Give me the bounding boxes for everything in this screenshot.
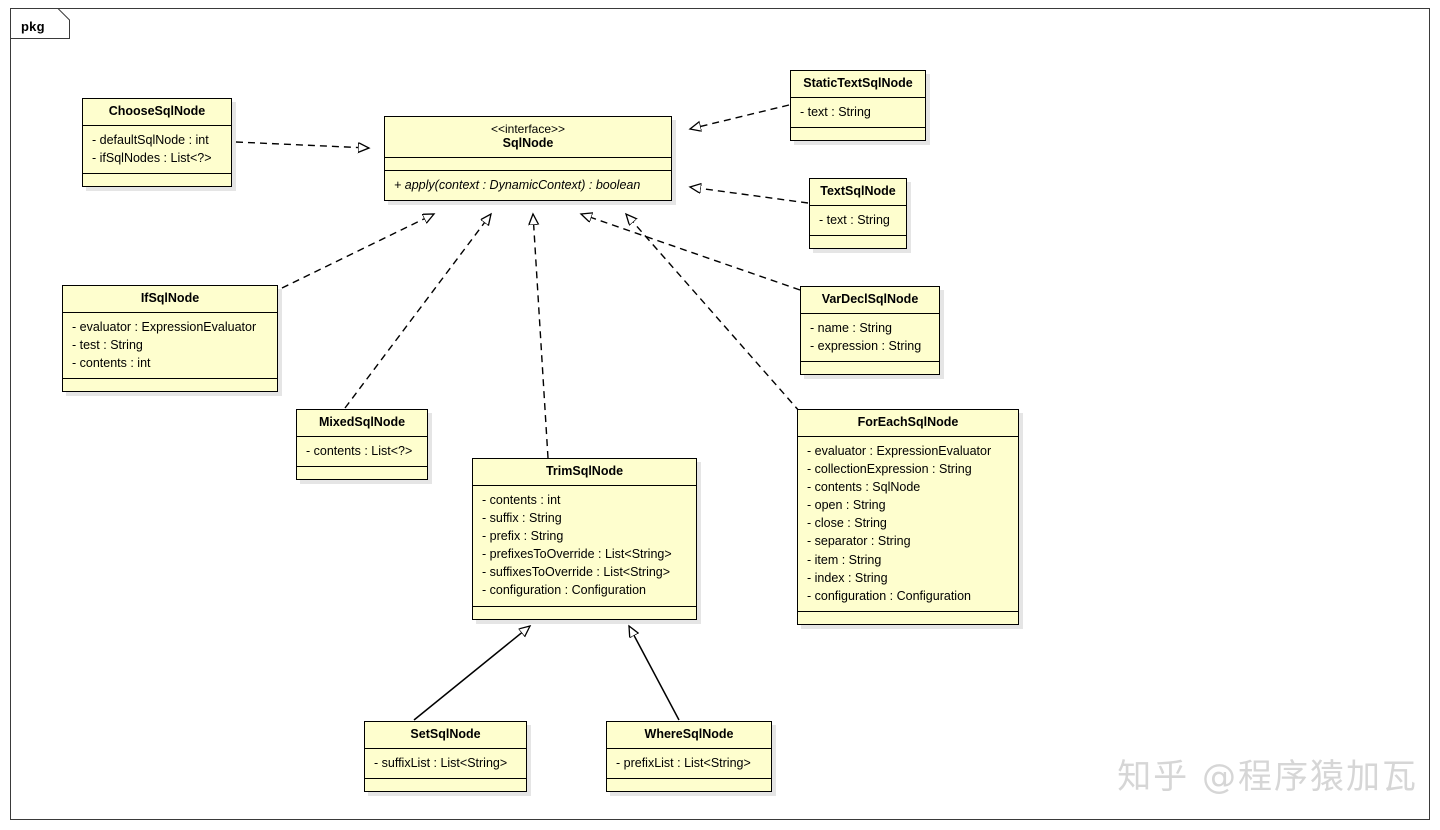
class-separator bbox=[83, 173, 231, 174]
package-frame bbox=[10, 8, 1430, 820]
class-separator bbox=[801, 361, 939, 362]
package-label: pkg bbox=[21, 19, 45, 34]
class-choosesqlnode-attributes: - defaultSqlNode : int - ifSqlNodes : Li… bbox=[83, 126, 231, 173]
class-wheresqlnode-header: WhereSqlNode bbox=[607, 722, 771, 749]
class-mixedsqlnode-attributes: - contents : List<?> bbox=[297, 437, 427, 466]
class-attribute: - test : String bbox=[72, 337, 143, 352]
class-ifsqlnode-attributes: - evaluator : ExpressionEvaluator - test… bbox=[63, 313, 277, 378]
class-separator bbox=[365, 777, 526, 779]
class-textsqlnode-operations bbox=[810, 236, 906, 248]
class-choosesqlnode-operations bbox=[83, 174, 231, 186]
class-mixedsqlnode[interactable]: MixedSqlNode - contents : List<?> bbox=[296, 409, 428, 480]
class-wheresqlnode-attributes: - prefixList : List<String> bbox=[607, 749, 771, 778]
class-attribute: - open : String bbox=[807, 498, 886, 513]
class-separator bbox=[810, 234, 906, 236]
class-attribute: - close : String bbox=[807, 516, 887, 531]
class-trimsqlnode-header: TrimSqlNode bbox=[473, 459, 696, 486]
class-textsqlnode-header: TextSqlNode bbox=[810, 179, 906, 206]
class-setsqlnode-operations bbox=[365, 779, 526, 791]
watermark: 知乎 @程序猿加瓦 bbox=[1117, 757, 1418, 797]
class-ifsqlnode[interactable]: IfSqlNode - evaluator : ExpressionEvalua… bbox=[62, 285, 278, 393]
class-attribute: - suffixesToOverride : List<String> bbox=[482, 565, 671, 580]
class-setsqlnode-attributes: - suffixList : List<String> bbox=[365, 749, 526, 778]
class-mixedsqlnode-operations bbox=[297, 467, 427, 479]
class-attribute: - expression : String bbox=[810, 338, 922, 353]
class-vardeclsqlnode-header: VarDeclSqlNode bbox=[801, 287, 939, 314]
class-attribute: - contents : int bbox=[72, 356, 151, 370]
class-attribute: - prefixList : List<String> bbox=[616, 755, 751, 770]
class-separator bbox=[791, 126, 925, 128]
class-trimsqlnode-attributes: - contents : int - suffix : String - pre… bbox=[473, 486, 696, 606]
class-attribute: - text : String bbox=[800, 104, 871, 119]
class-sqlnode-name: SqlNode bbox=[502, 136, 554, 151]
class-vardeclsqlnode-operations bbox=[801, 362, 939, 374]
class-setsqlnode-header: SetSqlNode bbox=[365, 722, 526, 749]
class-textsqlnode[interactable]: TextSqlNode - text : String bbox=[809, 178, 907, 249]
class-attribute: - collectionExpression : String bbox=[807, 461, 972, 476]
class-attribute: - defaultSqlNode : int bbox=[92, 132, 209, 147]
class-separator bbox=[297, 465, 427, 467]
class-mixedsqlnode-header: MixedSqlNode bbox=[297, 410, 427, 437]
class-attribute: - evaluator : ExpressionEvaluator bbox=[72, 319, 257, 334]
class-attribute: - prefixesToOverride : List<String> bbox=[482, 547, 672, 562]
package-tab bbox=[10, 8, 70, 39]
class-choosesqlnode[interactable]: ChooseSqlNode - defaultSqlNode : int - i… bbox=[82, 98, 232, 187]
class-attribute: - contents : SqlNode bbox=[807, 480, 921, 494]
class-sqlnode-attributes bbox=[385, 158, 671, 170]
class-foreachsqlnode[interactable]: ForEachSqlNode - evaluator : ExpressionE… bbox=[797, 409, 1019, 625]
class-textsqlnode-attributes: - text : String bbox=[810, 206, 906, 235]
class-attribute: - suffixList : List<String> bbox=[374, 755, 508, 770]
class-statictextsqlnode-header: StaticTextSqlNode bbox=[791, 71, 925, 98]
class-attribute: - evaluator : ExpressionEvaluator bbox=[807, 443, 992, 458]
class-attribute: - index : String bbox=[807, 570, 888, 585]
class-setsqlnode[interactable]: SetSqlNode - suffixList : List<String> bbox=[364, 721, 527, 792]
class-separator bbox=[63, 378, 277, 380]
class-separator bbox=[607, 777, 771, 779]
class-attribute: - suffix : String bbox=[482, 510, 562, 525]
class-statictextsqlnode-operations bbox=[791, 128, 925, 140]
class-attribute: - separator : String bbox=[807, 534, 911, 549]
class-ifsqlnode-header: IfSqlNode bbox=[63, 286, 277, 313]
class-attribute: - configuration : Configuration bbox=[482, 583, 646, 598]
class-attribute: - ifSqlNodes : List<?> bbox=[92, 150, 212, 165]
class-wheresqlnode-operations bbox=[607, 779, 771, 791]
class-trimsqlnode[interactable]: TrimSqlNode - contents : int - suffix : … bbox=[472, 458, 697, 620]
class-ifsqlnode-operations bbox=[63, 379, 277, 391]
class-choosesqlnode-header: ChooseSqlNode bbox=[83, 99, 231, 126]
class-sqlnode-separator bbox=[385, 169, 671, 171]
class-sqlnode-operations: + apply(context : DynamicContext) : bool… bbox=[385, 171, 671, 200]
class-attribute: - contents : List<?> bbox=[306, 443, 413, 458]
class-foreachsqlnode-header: ForEachSqlNode bbox=[798, 410, 1018, 437]
class-vardeclsqlnode-attributes: - name : String - expression : String bbox=[801, 314, 939, 361]
class-attribute: - item : String bbox=[807, 552, 882, 567]
class-attribute: - name : String bbox=[810, 320, 892, 335]
class-wheresqlnode[interactable]: WhereSqlNode - prefixList : List<String> bbox=[606, 721, 772, 792]
class-vardeclsqlnode[interactable]: VarDeclSqlNode - name : String - express… bbox=[800, 286, 940, 375]
class-attribute: - configuration : Configuration bbox=[807, 588, 971, 603]
class-sqlnode-operation: + apply(context : DynamicContext) : bool… bbox=[394, 177, 641, 192]
class-foreachsqlnode-attributes: - evaluator : ExpressionEvaluator - coll… bbox=[798, 437, 1018, 611]
class-separator bbox=[798, 610, 1018, 612]
class-trimsqlnode-operations bbox=[473, 607, 696, 619]
class-statictextsqlnode[interactable]: StaticTextSqlNode - text : String bbox=[790, 70, 926, 141]
class-sqlnode-stereotype: <<interface>> bbox=[490, 122, 566, 136]
class-statictextsqlnode-attributes: - text : String bbox=[791, 98, 925, 127]
class-sqlnode[interactable]: <<interface>> SqlNode + apply(context : … bbox=[384, 116, 672, 202]
class-attribute: - prefix : String bbox=[482, 529, 564, 543]
class-sqlnode-header: <<interface>> SqlNode bbox=[385, 117, 671, 158]
class-attribute: - contents : int bbox=[482, 492, 561, 507]
class-foreachsqlnode-operations bbox=[798, 612, 1018, 624]
class-attribute: - text : String bbox=[819, 212, 890, 227]
class-separator bbox=[473, 605, 696, 607]
